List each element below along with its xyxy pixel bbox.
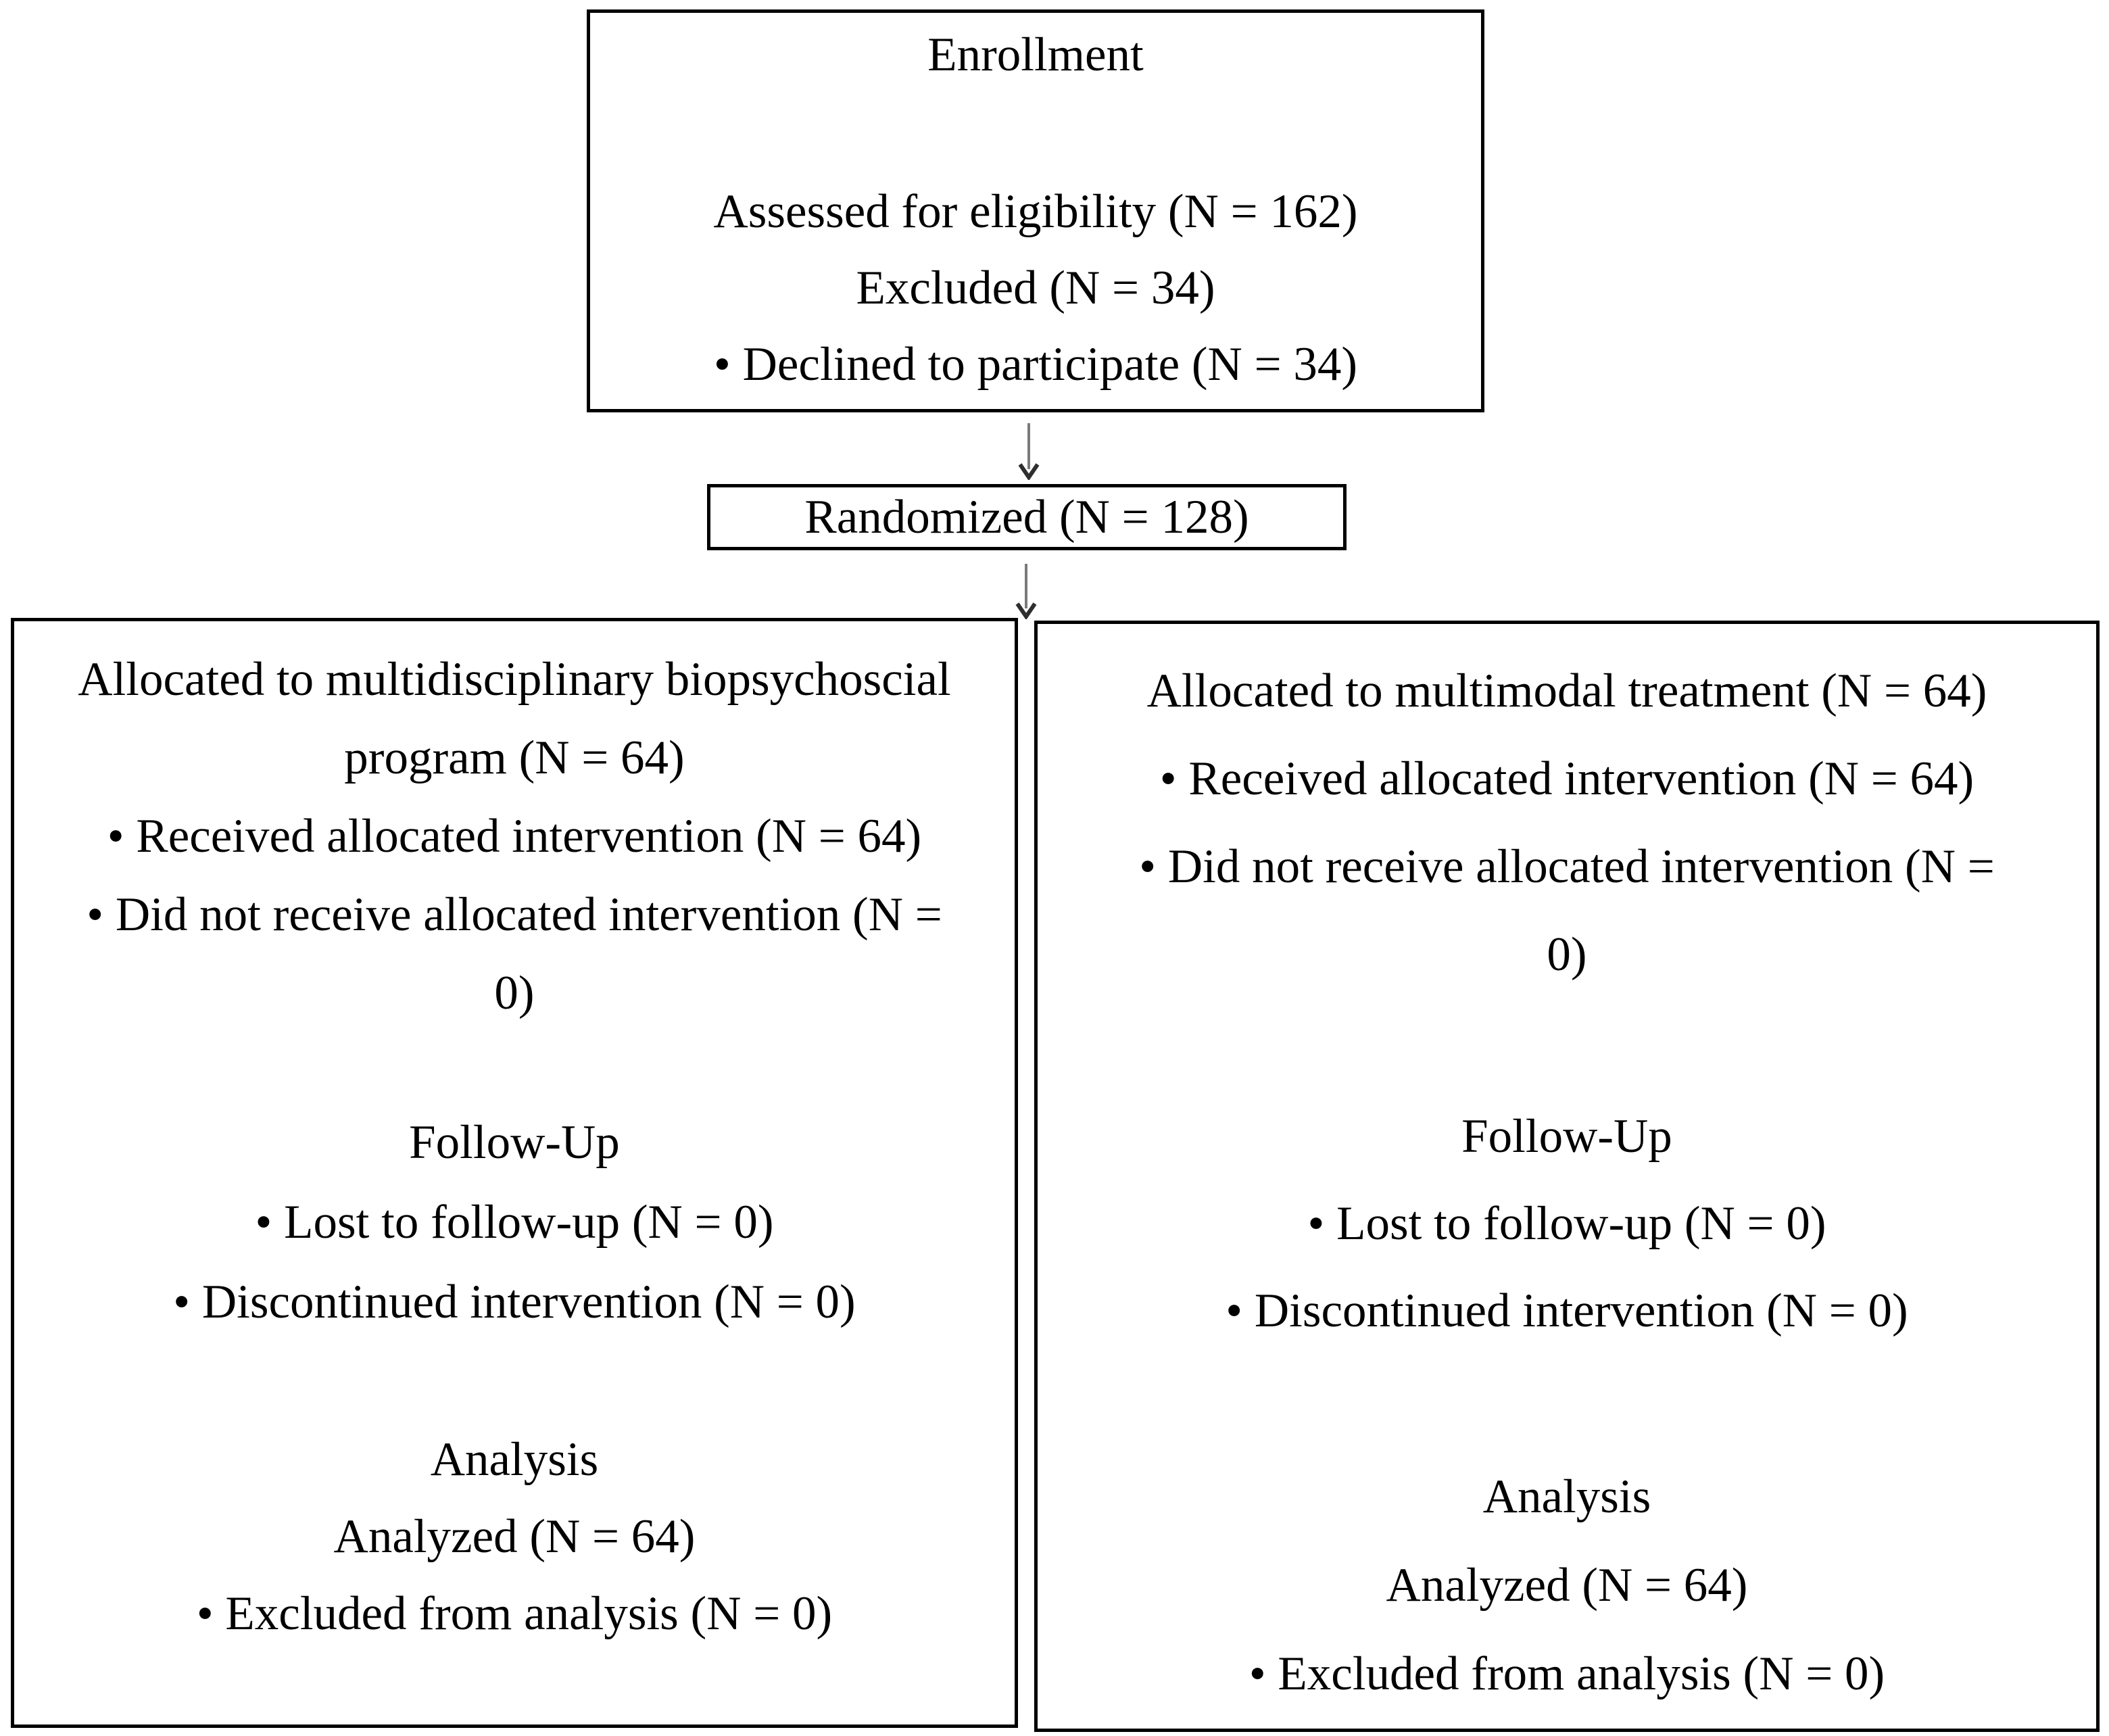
text-line-allocated: Allocated to multimodal treatment (N = 6…: [1146, 665, 1987, 717]
text-line-assessed: Assessed for eligibility (N = 162): [713, 185, 1358, 238]
text-line-received: • Received allocated intervention (N = 6…: [1159, 752, 1974, 805]
enrollment-body: Assessed for eligibility (N = 162) Exclu…: [590, 174, 1481, 403]
text-line-excluded-analysis: • Excluded from analysis (N = 0): [1249, 1647, 1885, 1700]
text-line-excluded-analysis: • Excluded from analysis (N = 0): [196, 1587, 833, 1640]
right-allocation-box: Allocated to multimodal treatment (N = 6…: [1034, 621, 2100, 1732]
followup-title: Follow-Up: [409, 1116, 620, 1169]
analysis-title: Analysis: [1482, 1470, 1651, 1523]
left-allocation-section: Allocated to multidisciplinary biopsycho…: [14, 640, 1015, 1032]
left-analysis-section: Analysis Analyzed (N = 64) • Excluded fr…: [14, 1421, 1015, 1652]
analysis-title: Analysis: [430, 1433, 599, 1486]
text-line-did-not-receive-cont: 0): [494, 967, 535, 1019]
text-line-discontinued: • Discontinued intervention (N = 0): [1226, 1284, 1908, 1337]
text-line-excluded: Excluded (N = 34): [856, 262, 1215, 314]
arrow-randomized-to-allocation: [1015, 564, 1037, 619]
right-analysis-section: Analysis Analyzed (N = 64) • Excluded fr…: [1038, 1453, 2096, 1718]
text-line-declined: • Declined to participate (N = 34): [713, 338, 1358, 391]
followup-title: Follow-Up: [1461, 1110, 1672, 1163]
text-line-analyzed: Analyzed (N = 64): [333, 1510, 696, 1563]
text-line-analyzed: Analyzed (N = 64): [1386, 1559, 1748, 1612]
enrollment-title: Enrollment: [927, 28, 1144, 81]
text-line-did-not-receive-cont: 0): [1547, 928, 1587, 981]
text-line-received: • Received allocated intervention (N = 6…: [107, 810, 922, 863]
text-line-lost: • Lost to follow-up (N = 0): [255, 1196, 774, 1249]
text-line-did-not-receive: • Did not receive allocated intervention…: [1139, 840, 1995, 893]
left-allocation-box: Allocated to multidisciplinary biopsycho…: [11, 618, 1018, 1728]
text-line-did-not-receive: • Did not receive allocated intervention…: [87, 888, 942, 941]
enrollment-box: Enrollment Assessed for eligibility (N =…: [587, 9, 1484, 412]
arrow-enrollment-to-randomized: [1018, 423, 1040, 480]
left-followup-section: Follow-Up • Lost to follow-up (N = 0) • …: [14, 1103, 1015, 1342]
text-line-lost: • Lost to follow-up (N = 0): [1307, 1197, 1826, 1250]
randomized-box: Randomized (N = 128): [707, 484, 1347, 550]
text-line-discontinued: • Discontinued intervention (N = 0): [173, 1276, 856, 1328]
text-line-allocated-cont: program (N = 64): [344, 731, 685, 784]
right-followup-section: Follow-Up • Lost to follow-up (N = 0) • …: [1038, 1093, 2096, 1355]
right-allocation-section: Allocated to multimodal treatment (N = 6…: [1038, 647, 2096, 998]
text-line-allocated: Allocated to multidisciplinary biopsycho…: [78, 653, 951, 706]
randomized-label: Randomized (N = 128): [804, 490, 1249, 544]
